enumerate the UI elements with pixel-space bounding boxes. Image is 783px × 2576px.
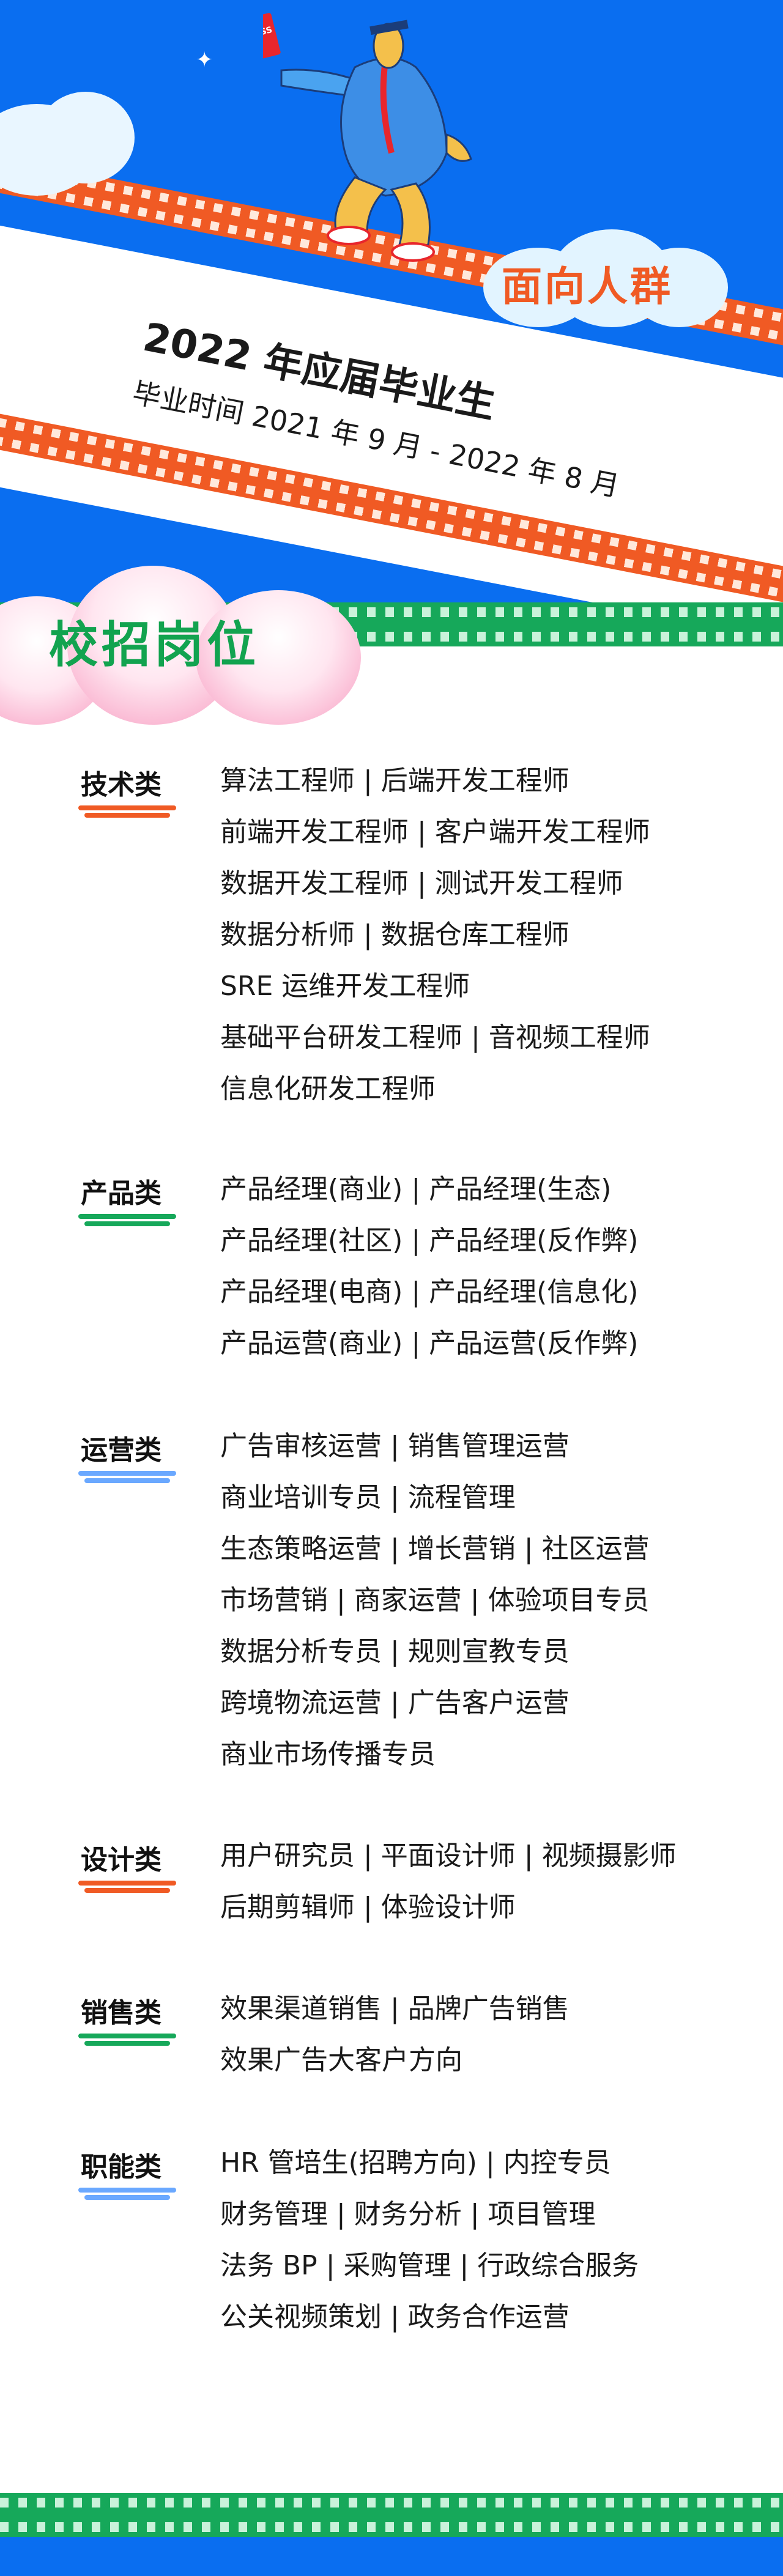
hero-banner: ✦ PASS 面向人群 2022 年应届毕业生 毕业时间 — [0, 0, 783, 612]
category-underline — [78, 1214, 176, 1219]
job-line: 后期剪辑师 | 体验设计师 — [220, 1892, 516, 1923]
job-line: 商业培训专员 | 流程管理 — [220, 1482, 516, 1513]
category-underline — [84, 1888, 170, 1893]
category-underline — [78, 805, 176, 810]
job-line: 市场营销 | 商家运营 | 体验项目专员 — [220, 1585, 650, 1616]
footer-bar — [0, 2537, 783, 2576]
audience-label: 面向人群 — [502, 263, 673, 310]
job-line: 效果广告大客户方向 — [220, 2045, 462, 2076]
job-line: HR 管培生(招聘方向) | 内控专员 — [220, 2147, 611, 2178]
job-line: 公关视频策划 | 政务合作运营 — [220, 2301, 570, 2333]
job-line: 跨境物流运营 | 广告客户运营 — [220, 1687, 570, 1719]
job-list: HR 管培生(招聘方向) | 内控专员 财务管理 | 财务分析 | 项目管理 法… — [220, 2137, 639, 2343]
job-line: 前端开发工程师 | 客户端开发工程师 — [220, 816, 650, 848]
job-line: 基础平台研发工程师 | 音视频工程师 — [220, 1022, 650, 1053]
category-underline — [78, 2034, 176, 2038]
category-label: 技术类 — [81, 769, 161, 801]
category-underline — [84, 813, 170, 818]
category-underline — [84, 2195, 170, 2200]
job-line: 效果渠道销售 | 品牌广告销售 — [220, 1993, 570, 2024]
job-line: 信息化研发工程师 — [220, 1073, 436, 1105]
job-line: 算法工程师 | 后端开发工程师 — [220, 765, 570, 796]
pink-cloud — [0, 553, 373, 731]
category-label: 产品类 — [81, 1178, 161, 1209]
job-list: 效果渠道销售 | 品牌广告销售 效果广告大客户方向 — [220, 1983, 570, 2086]
category-underline — [84, 1221, 170, 1226]
category-underline — [84, 1478, 170, 1483]
category-label: 设计类 — [81, 1845, 161, 1876]
job-list: 广告审核运营 | 销售管理运营 商业培训专员 | 流程管理 生态策略运营 | 增… — [220, 1421, 650, 1780]
category-underline — [78, 1881, 176, 1886]
category-label: 职能类 — [81, 2152, 161, 2183]
category-underline — [84, 2041, 170, 2046]
job-line: 商业市场传播专员 — [220, 1739, 436, 1770]
job-line: 产品运营(商业) | 产品运营(反作弊) — [220, 1328, 639, 1359]
job-line: 生态策略运营 | 增长营销 | 社区运营 — [220, 1533, 650, 1564]
category-label: 销售类 — [81, 1997, 161, 2029]
job-line: 产品经理(商业) | 产品经理(生态) — [220, 1174, 612, 1205]
job-line: 用户研究员 | 平面设计师 | 视频摄影师 — [220, 1840, 677, 1871]
job-line: 产品经理(社区) | 产品经理(反作弊) — [220, 1225, 639, 1256]
job-line: 产品经理(电商) | 产品经理(信息化) — [220, 1276, 639, 1308]
footer-band — [0, 2493, 783, 2537]
section-title: 校招岗位 — [49, 616, 259, 673]
job-line: 数据开发工程师 | 测试开发工程师 — [220, 868, 623, 899]
category-underline — [78, 2188, 176, 2193]
sparkle-icon: ✦ — [196, 48, 213, 72]
job-line: 财务管理 | 财务分析 | 项目管理 — [220, 2199, 596, 2230]
audience-badge: 面向人群 — [483, 229, 728, 327]
job-list: 用户研究员 | 平面设计师 | 视频摄影师 后期剪辑师 | 体验设计师 — [220, 1830, 677, 1933]
job-line: 数据分析师 | 数据仓库工程师 — [220, 919, 570, 950]
job-line: 广告审核运营 | 销售管理运营 — [220, 1430, 570, 1462]
job-list: 产品经理(商业) | 产品经理(生态) 产品经理(社区) | 产品经理(反作弊)… — [220, 1164, 638, 1369]
category-label: 运营类 — [81, 1435, 161, 1466]
category-underline — [78, 1471, 176, 1476]
student-illustration: PASS — [263, 13, 472, 262]
job-line: SRE 运维开发工程师 — [220, 971, 470, 1002]
job-line: 法务 BP | 采购管理 | 行政综合服务 — [220, 2250, 639, 2281]
job-line: 数据分析专员 | 规则宣教专员 — [220, 1636, 570, 1667]
job-list: 算法工程师 | 后端开发工程师 前端开发工程师 | 客户端开发工程师 数据开发工… — [220, 755, 650, 1115]
cloud-top-left-puff — [37, 92, 135, 183]
